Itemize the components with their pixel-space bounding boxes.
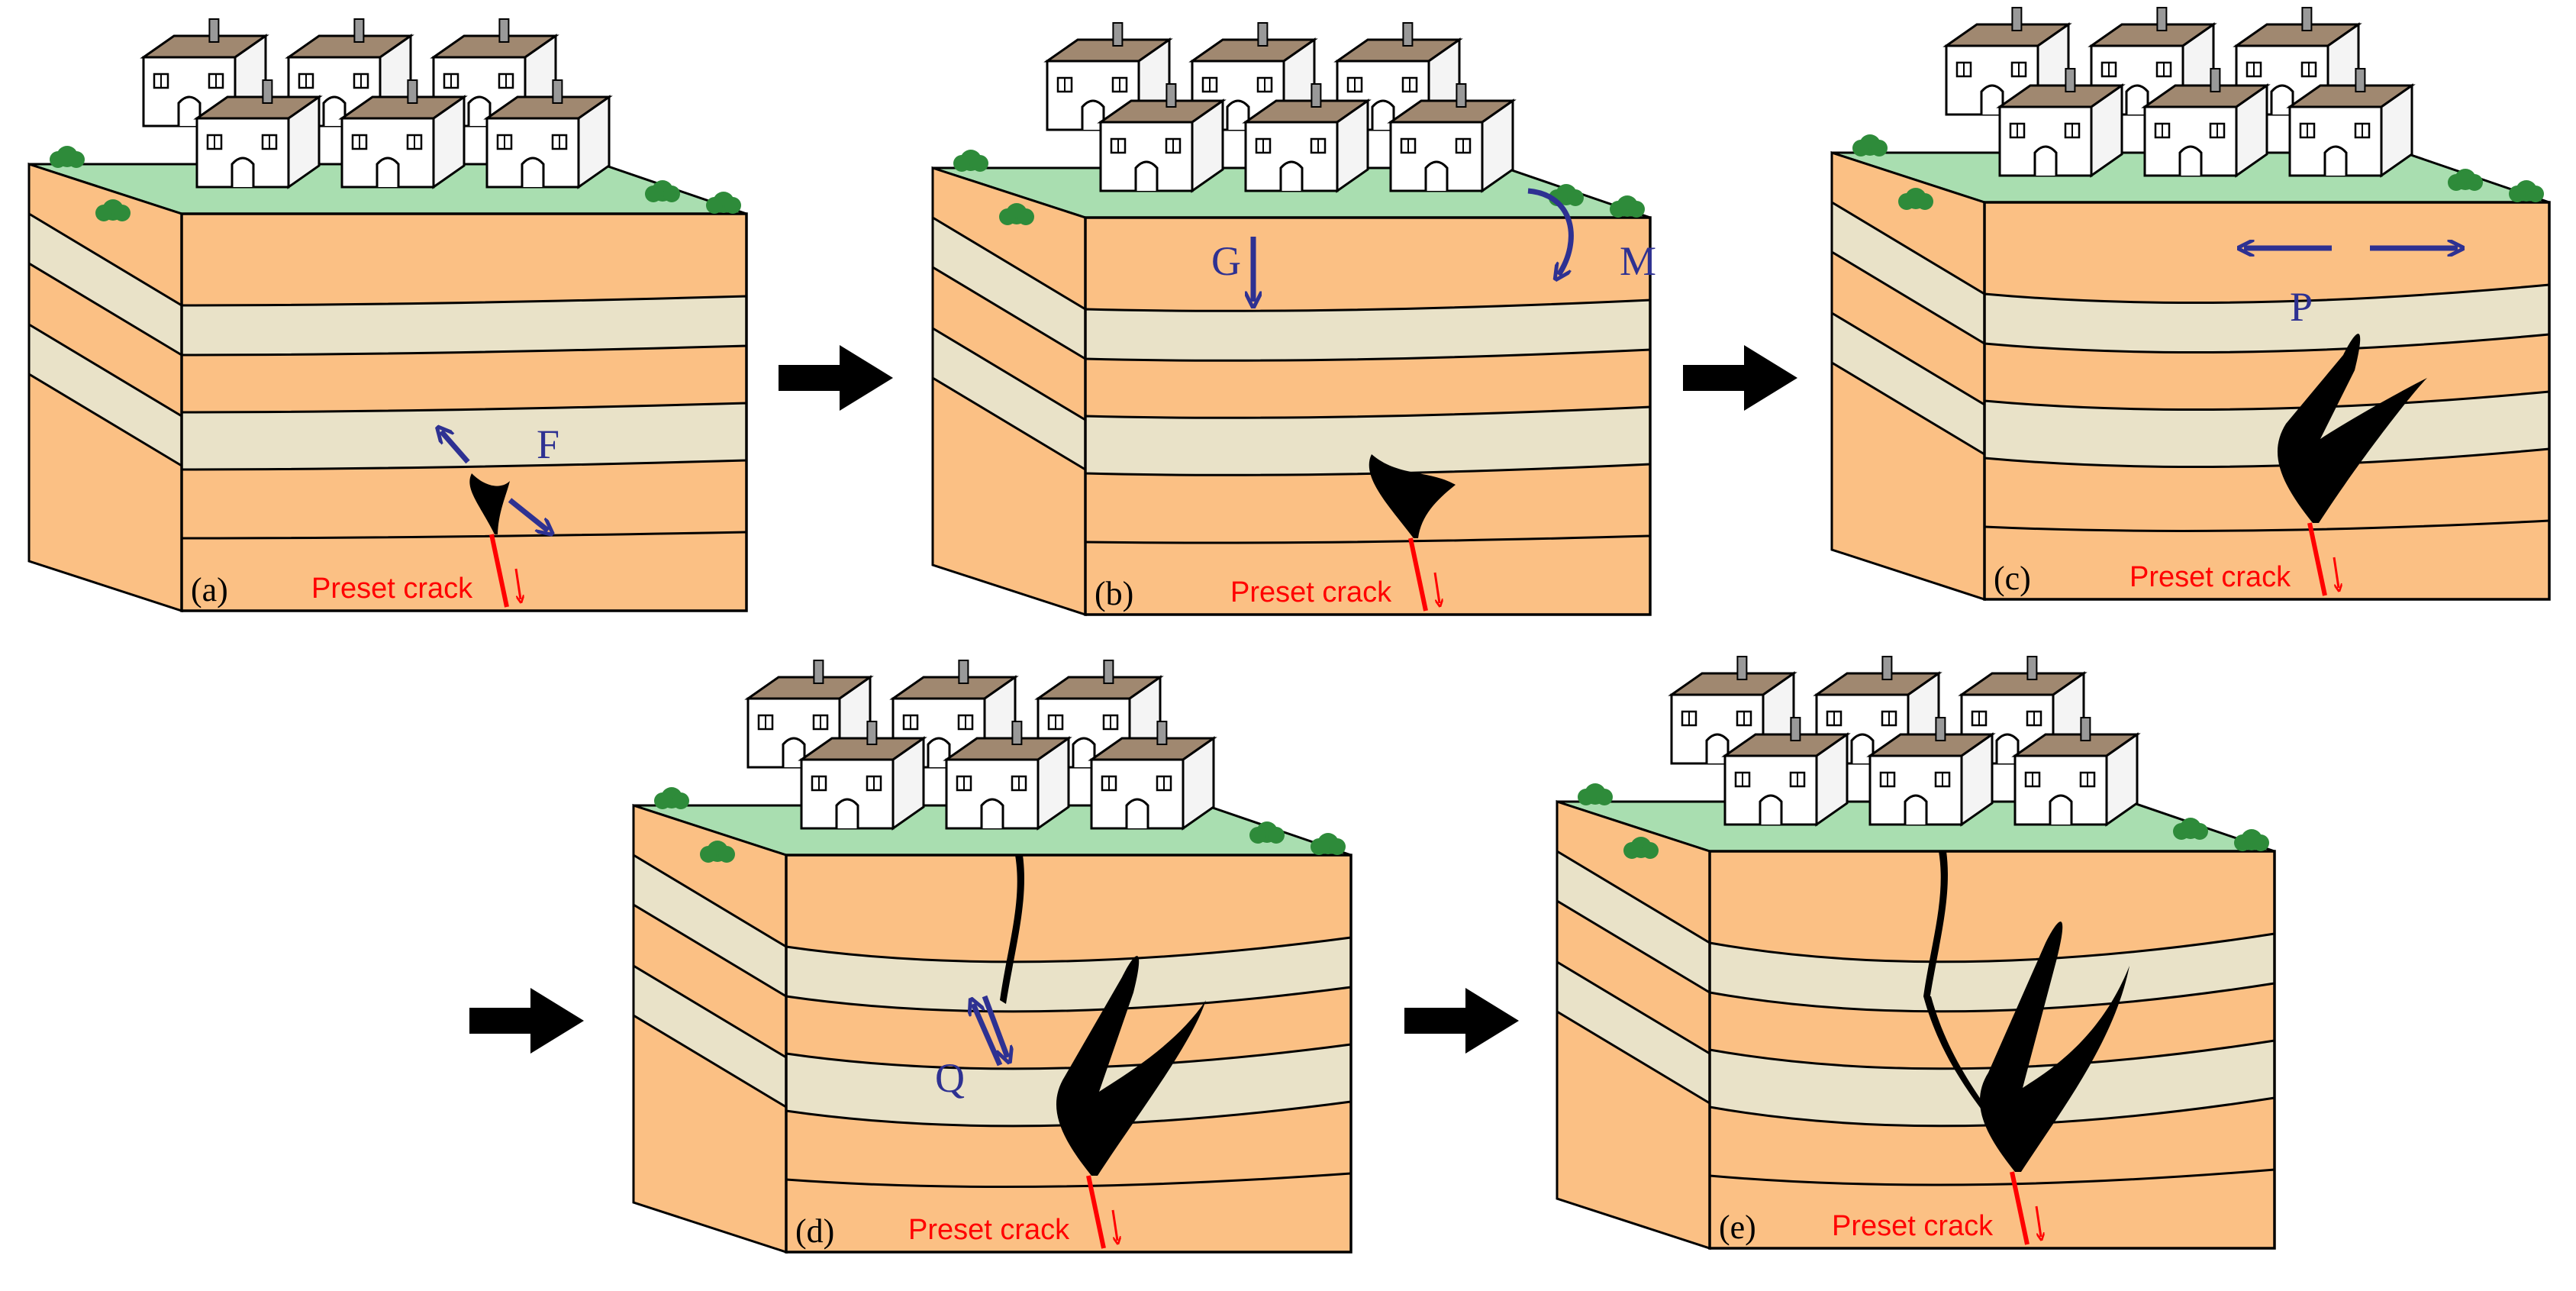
- tree-icon: [50, 146, 85, 168]
- force-arrow-icon: [441, 431, 470, 464]
- panel-label: (c): [1994, 560, 2031, 597]
- front-tan-layer: [180, 295, 748, 357]
- tree-icon: [1311, 833, 1346, 855]
- slip-arrow-icon: [2035, 1205, 2041, 1237]
- step-arrow-icon: [779, 345, 893, 411]
- tree-icon: [2509, 180, 2544, 202]
- slip-arrow-icon: [514, 568, 521, 599]
- preset-crack: [489, 534, 509, 608]
- block-front-outline: [1983, 201, 2551, 601]
- front-tan-layer: [1084, 405, 1652, 476]
- layer-boundary: [1709, 1168, 2275, 1186]
- tree-icon: [1898, 188, 1933, 210]
- house-icon: [2011, 717, 2141, 827]
- force-label-p: P: [2290, 284, 2313, 330]
- ground-fissure: [1979, 921, 2129, 1172]
- force-label-f: F: [537, 421, 559, 467]
- panel-d: Preset crack (d) Q: [632, 660, 1352, 1254]
- panel-c: Preset crack (c) P: [1830, 7, 2551, 602]
- preset-crack: [2010, 1171, 2030, 1245]
- block-front-outline: [1708, 850, 2276, 1250]
- layer-boundary: [181, 531, 747, 540]
- house-icon: [2141, 68, 2271, 178]
- house-icon: [2286, 68, 2416, 178]
- tree-icon: [1623, 837, 1659, 859]
- house-icon: [1721, 717, 1851, 827]
- ground-fissure: [1056, 956, 1206, 1176]
- tree-icon: [1852, 134, 1888, 157]
- tree-icon: [999, 203, 1034, 225]
- block-front-outline: [785, 854, 1352, 1254]
- through-fissure: [1923, 996, 2021, 1164]
- preset-crack-label: Preset crack: [1230, 576, 1392, 608]
- house-icon: [798, 721, 927, 831]
- tree-icon: [654, 787, 689, 809]
- tree-icon: [645, 180, 680, 202]
- tree-icon: [706, 192, 741, 214]
- step-arrow-icon: [1683, 345, 1797, 411]
- tree-icon: [953, 150, 988, 172]
- layer-boundary: [1085, 534, 1651, 544]
- tree-icon: [1578, 783, 1613, 805]
- block-front-outline: [1084, 216, 1652, 616]
- house-icon: [483, 79, 613, 189]
- panel-e: Preset crack (e): [1556, 656, 2276, 1251]
- layer-boundary: [785, 1172, 1352, 1189]
- panel-a: Preset crack (a) F: [27, 18, 748, 613]
- force-label-q: Q: [935, 1055, 965, 1101]
- preset-crack-label: Preset crack: [311, 573, 473, 605]
- slip-arrow-icon: [2333, 557, 2339, 588]
- step-arrow-icon: [1404, 988, 1519, 1054]
- force-label-m: M: [1620, 238, 1656, 284]
- force-arrow-icon: [508, 498, 548, 531]
- panel-label: (d): [795, 1212, 834, 1250]
- panel-b: Preset crack (b) G M: [931, 22, 1656, 617]
- preset-crack-label: Preset crack: [1832, 1210, 1994, 1242]
- force-label-g: G: [1211, 238, 1241, 284]
- tree-icon: [2448, 169, 2483, 191]
- step-arrow-icon: [469, 988, 584, 1054]
- panel-label: (a): [191, 571, 228, 608]
- house-icon: [1242, 83, 1372, 193]
- preset-crack-label: Preset crack: [2129, 561, 2291, 593]
- tree-icon: [2173, 818, 2208, 840]
- panel-label: (e): [1719, 1209, 1756, 1246]
- moment-arrow-icon: [1527, 188, 1574, 275]
- slip-arrow-icon: [1111, 1209, 1117, 1241]
- preset-crack-label: Preset crack: [908, 1214, 1070, 1246]
- tree-icon: [2234, 829, 2269, 851]
- house-icon: [1996, 68, 2126, 178]
- ground-fissure: [1369, 454, 1456, 538]
- layer-boundary: [1984, 519, 2550, 532]
- block-front-face: [1708, 850, 2276, 1250]
- house-icon: [193, 79, 323, 189]
- tree-icon: [700, 841, 735, 863]
- slip-arrow-icon: [1433, 572, 1440, 603]
- surface-fissure: [1000, 855, 1024, 1004]
- house-icon: [1097, 83, 1227, 193]
- house-icon: [1387, 83, 1517, 193]
- ground-fissure: [469, 473, 510, 534]
- tree-icon: [1610, 195, 1645, 218]
- force-arrow-icon: [973, 1004, 1003, 1067]
- surface-fissure: [1923, 851, 1948, 1000]
- tree-icon: [95, 199, 131, 221]
- tree-icon: [1249, 821, 1285, 844]
- force-arrow-icon: [982, 995, 1008, 1057]
- block-front-outline: [180, 212, 748, 612]
- preset-crack: [1086, 1175, 1106, 1249]
- panel-label: (b): [1095, 575, 1133, 612]
- house-icon: [338, 79, 468, 189]
- preset-crack: [2307, 522, 2327, 596]
- house-icon: [1088, 721, 1217, 831]
- ground-fissure: [2277, 334, 2427, 523]
- preset-crack: [1408, 537, 1428, 612]
- house-icon: [1866, 717, 1996, 827]
- house-icon: [943, 721, 1072, 831]
